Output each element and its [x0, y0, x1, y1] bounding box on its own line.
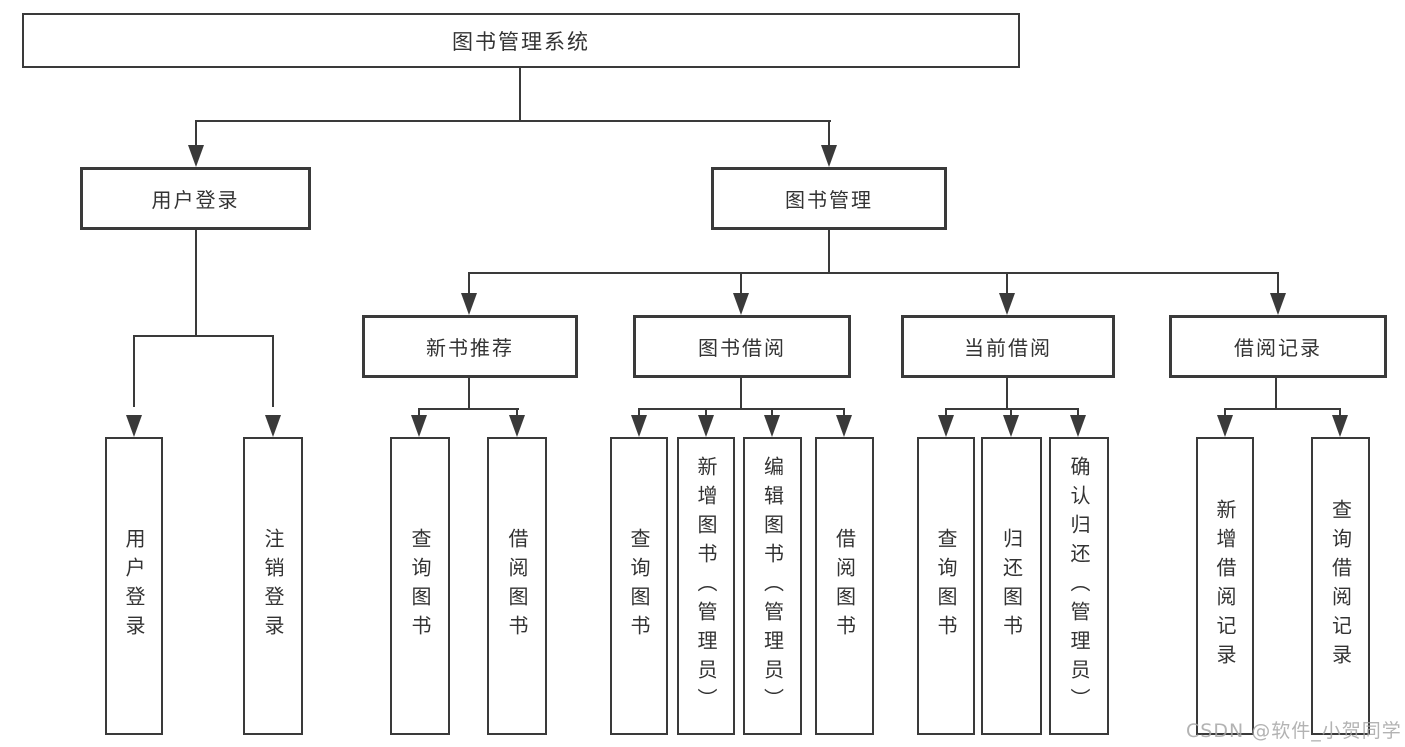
arrow-down-icon: [1217, 415, 1233, 437]
connector-root-bus: [195, 120, 831, 122]
arrow-down-icon: [938, 415, 954, 437]
leaf-user-login: 用户登录: [105, 437, 163, 735]
connector-current-bus: [945, 408, 1079, 410]
node-label: 新书推荐: [426, 336, 514, 360]
connector-login-stem: [195, 230, 197, 337]
connector-root-stem: [519, 68, 521, 122]
connector-login-to-leaf1: [133, 335, 135, 407]
leaf-query-books-recommend: 查询图书: [390, 437, 450, 735]
connector-root-to-login: [195, 120, 197, 150]
node-label: 图书借阅: [698, 336, 786, 360]
arrow-down-icon: [1070, 415, 1086, 437]
leaf-label: 借阅图书: [505, 528, 529, 644]
arrow-down-icon: [821, 145, 837, 167]
arrow-down-icon: [764, 415, 780, 437]
leaf-label: 查询借阅记录: [1328, 499, 1353, 673]
connector-newbooks-bus: [418, 408, 519, 410]
leaf-label: 新增图书（管理员）: [694, 455, 718, 717]
node-label: 图书管理: [785, 188, 873, 212]
leaf-label: 确认归还（管理员）: [1067, 455, 1091, 717]
connector-records-stem: [1275, 378, 1277, 410]
connector-borrow-bus: [638, 408, 845, 410]
node-label: 当前借阅: [964, 336, 1052, 360]
arrow-down-icon: [509, 415, 525, 437]
arrow-down-icon: [265, 415, 281, 437]
node-user-login: 用户登录: [80, 167, 311, 230]
leaf-label: 借阅图书: [832, 528, 857, 644]
connector-current-stem: [1006, 378, 1008, 410]
leaf-borrow-books-recommend: 借阅图书: [487, 437, 547, 735]
node-book-borrowing: 图书借阅: [633, 315, 851, 378]
arrow-down-icon: [1270, 293, 1286, 315]
arrow-down-icon: [126, 415, 142, 437]
arrow-down-icon: [188, 145, 204, 167]
arrow-down-icon: [836, 415, 852, 437]
leaf-logout: 注销登录: [243, 437, 303, 735]
leaf-edit-books-admin: 编辑图书（管理员）: [743, 437, 802, 735]
leaf-confirm-return-admin: 确认归还（管理员）: [1049, 437, 1109, 735]
csdn-watermark: CSDN @软件_小贺同学: [1186, 720, 1402, 742]
leaf-label: 归还图书: [999, 528, 1024, 644]
arrow-down-icon: [461, 293, 477, 315]
connector-records-bus: [1224, 408, 1341, 410]
connector-to-new-books: [468, 272, 470, 297]
node-book-management: 图书管理: [711, 167, 947, 230]
arrow-down-icon: [1003, 415, 1019, 437]
arrow-down-icon: [999, 293, 1015, 315]
node-label: 图书管理系统: [452, 29, 590, 54]
arrow-down-icon: [733, 293, 749, 315]
leaf-label: 新增借阅记录: [1213, 499, 1237, 673]
leaf-label: 查询图书: [934, 528, 958, 644]
connector-root-to-management: [828, 120, 830, 150]
node-current-borrowing: 当前借阅: [901, 315, 1115, 378]
leaf-add-borrow-record: 新增借阅记录: [1196, 437, 1254, 735]
leaf-query-books-current: 查询图书: [917, 437, 975, 735]
node-label: 借阅记录: [1234, 336, 1322, 360]
leaf-query-borrow-record: 查询借阅记录: [1311, 437, 1370, 735]
leaf-borrow-books: 借阅图书: [815, 437, 874, 735]
arrow-down-icon: [411, 415, 427, 437]
leaf-label: 注销登录: [261, 528, 285, 644]
node-label: 用户登录: [151, 188, 240, 212]
leaf-query-books-borrow: 查询图书: [610, 437, 668, 735]
node-library-management-system: 图书管理系统: [22, 13, 1020, 68]
node-new-book-recommendation: 新书推荐: [362, 315, 578, 378]
leaf-label: 查询图书: [408, 528, 432, 644]
arrow-down-icon: [1332, 415, 1348, 437]
arrow-down-icon: [631, 415, 647, 437]
leaf-label: 用户登录: [122, 528, 146, 644]
connector-login-bus: [133, 335, 274, 337]
connector-to-records: [1277, 272, 1279, 297]
arrow-down-icon: [698, 415, 714, 437]
node-borrowing-records: 借阅记录: [1169, 315, 1387, 378]
connector-newbooks-stem: [468, 378, 470, 410]
leaf-label: 编辑图书（管理员）: [760, 455, 785, 717]
leaf-add-books-admin: 新增图书（管理员）: [677, 437, 735, 735]
connector-management-stem: [828, 230, 830, 274]
connector-to-borrow: [740, 272, 742, 297]
connector-management-bus: [468, 272, 1279, 274]
connector-login-to-leaf2: [272, 335, 274, 407]
connector-borrow-stem: [740, 378, 742, 410]
connector-to-current: [1006, 272, 1008, 297]
leaf-label: 查询图书: [627, 528, 651, 644]
leaf-return-books: 归还图书: [981, 437, 1042, 735]
